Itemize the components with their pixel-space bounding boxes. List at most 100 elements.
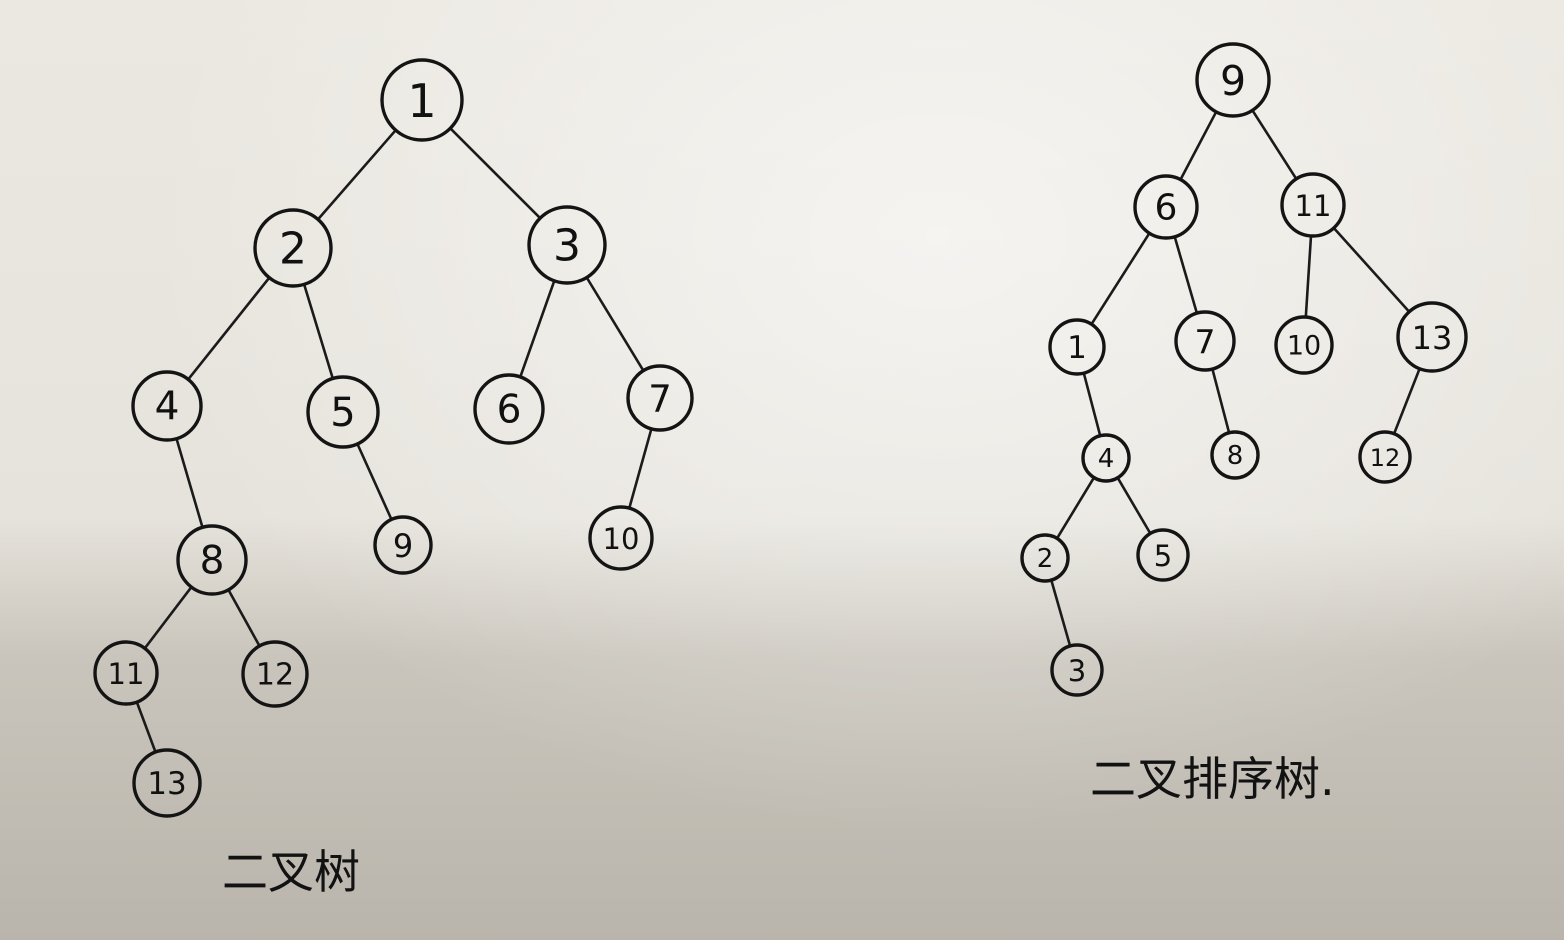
node-label: 7	[648, 378, 672, 421]
node-label: 5	[330, 390, 355, 436]
node-label: 4	[1098, 444, 1115, 474]
node-9: 9	[373, 515, 433, 575]
node-circle	[1020, 533, 1070, 583]
node-label: 9	[1220, 57, 1246, 105]
node-11: 11	[93, 640, 159, 706]
node-circle	[373, 515, 433, 575]
edge-6-1	[1090, 231, 1151, 326]
node-circle	[176, 524, 248, 596]
node-label: 9	[393, 527, 413, 565]
node-circle	[473, 373, 545, 445]
node-13: 13	[132, 748, 202, 818]
node-2: 2	[1020, 533, 1070, 583]
edge-1-3	[448, 127, 542, 220]
node-circle	[1081, 433, 1131, 483]
node-circle	[1136, 528, 1190, 582]
node-label: 11	[108, 657, 145, 691]
node-10: 10	[588, 505, 654, 571]
node-circle	[1274, 315, 1334, 375]
node-8: 8	[176, 524, 248, 596]
edge-4-5	[1116, 476, 1152, 535]
node-label: 2	[279, 224, 307, 275]
node-label: 2	[1037, 544, 1054, 574]
node-circle	[1280, 172, 1346, 238]
edge-3-6	[518, 279, 556, 379]
edge-9-11	[1251, 109, 1298, 181]
node-4: 4	[1081, 433, 1131, 483]
edge-7-10	[627, 427, 653, 510]
node-label: 8	[200, 539, 225, 584]
edge-11-10	[1304, 234, 1313, 319]
edge-2-4	[186, 276, 271, 381]
node-10: 10	[1274, 315, 1334, 375]
node-label: 6	[497, 388, 522, 433]
node-circle	[1133, 174, 1199, 240]
edge-8-12	[227, 588, 261, 648]
edge-13-12	[1392, 367, 1421, 436]
node-label: 6	[1155, 188, 1178, 229]
node-8: 8	[1210, 430, 1260, 480]
node-circle	[93, 640, 159, 706]
node-2: 2	[253, 208, 333, 288]
node-label: 1	[1067, 330, 1087, 366]
node-circle	[253, 208, 333, 288]
edge-11-13	[1332, 226, 1411, 314]
node-label: 4	[155, 385, 180, 430]
node-13: 13	[1396, 301, 1468, 373]
binary-search-tree-caption: 二叉排序树.	[1090, 752, 1335, 806]
node-label: 13	[147, 766, 186, 802]
node-label: 13	[1412, 319, 1453, 357]
edge-1-2	[316, 128, 398, 221]
node-11: 11	[1280, 172, 1346, 238]
node-circle	[1050, 643, 1104, 697]
node-label: 11	[1295, 189, 1332, 223]
edge-4-8	[175, 437, 204, 529]
edge-7-8	[1211, 367, 1231, 435]
node-7: 7	[626, 364, 694, 432]
node-label: 3	[1068, 654, 1086, 688]
node-label: 5	[1154, 539, 1172, 573]
node-label: 7	[1195, 323, 1216, 362]
edge-8-11	[143, 585, 193, 650]
node-6: 6	[1133, 174, 1199, 240]
edge-11-13	[135, 700, 157, 754]
node-label: 1	[407, 74, 436, 128]
node-12: 12	[1358, 430, 1412, 484]
node-label: 10	[1287, 331, 1321, 362]
node-label: 12	[256, 658, 294, 693]
edge-4-2	[1055, 476, 1096, 540]
node-12: 12	[241, 640, 309, 708]
edge-2-5	[302, 282, 335, 380]
node-circle	[1195, 42, 1271, 118]
node-circle	[588, 505, 654, 571]
edge-6-7	[1173, 235, 1199, 315]
edge-5-9	[356, 442, 393, 521]
node-label: 10	[603, 522, 640, 556]
node-3: 3	[1050, 643, 1104, 697]
edge-3-7	[585, 276, 645, 373]
edge-1-4	[1082, 371, 1102, 438]
binary-tree-caption: 二叉树	[222, 845, 360, 899]
node-9: 9	[1195, 42, 1271, 118]
node-circle	[1210, 430, 1260, 480]
node-circle	[1358, 430, 1412, 484]
node-circle	[241, 640, 309, 708]
node-7: 7	[1174, 310, 1236, 372]
node-5: 5	[306, 375, 380, 449]
node-circle	[131, 370, 203, 442]
node-circle	[380, 58, 464, 142]
node-label: 12	[1370, 444, 1401, 472]
node-circle	[527, 205, 607, 285]
node-circle	[132, 748, 202, 818]
node-label: 3	[553, 221, 581, 272]
node-4: 4	[131, 370, 203, 442]
edge-2-3	[1050, 578, 1072, 648]
node-circle	[1396, 301, 1468, 373]
node-1: 1	[380, 58, 464, 142]
node-label: 8	[1227, 441, 1244, 471]
node-circle	[626, 364, 694, 432]
